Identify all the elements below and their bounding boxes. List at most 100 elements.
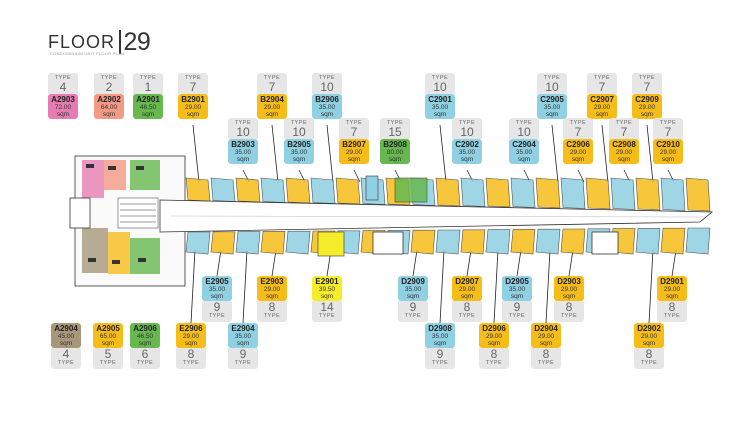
unit-area-unit: sqm [265, 293, 279, 300]
unit-bottom-shape [260, 231, 286, 255]
type-number: 9 [513, 300, 521, 314]
unit-bottom-shape [410, 229, 436, 255]
leader-line [601, 124, 609, 183]
unit-area-unit: sqm [59, 340, 73, 347]
type-label: TYPE [404, 313, 422, 319]
type-number: 8 [668, 300, 676, 314]
unit-area: 29.00 [263, 104, 281, 111]
unit-code: C2906 [566, 140, 590, 149]
unit-area-unit: sqm [433, 111, 447, 118]
type-label: TYPE [208, 313, 226, 319]
unit-top-shape [585, 177, 611, 210]
unit-area: 35.00 [431, 333, 449, 340]
type-number: 9 [213, 300, 221, 314]
unit-top-shape [635, 177, 661, 211]
unit-area-unit: sqm [562, 293, 576, 300]
type-number: 8 [645, 347, 653, 361]
unit-code: E2905 [205, 277, 229, 286]
unit-box: C2908 29.00 sqm [609, 139, 639, 164]
unit-area: 29.00 [593, 104, 611, 111]
type-label: TYPE [99, 360, 117, 366]
unit-code: B2906 [315, 95, 339, 104]
unit-box: B2908 80.00 sqm [380, 139, 410, 164]
type-label: TYPE [485, 360, 503, 366]
unit-area: 65.00 [99, 333, 117, 340]
unit-code: A2902 [97, 95, 121, 104]
unit-box: C2907 29.00 sqm [587, 94, 617, 119]
unit-area-unit: sqm [545, 111, 559, 118]
type-label: TYPE [182, 360, 200, 366]
unit-area-unit: sqm [320, 111, 334, 118]
unit-bottom-shape [285, 230, 311, 255]
unit-area: 29.00 [184, 104, 202, 111]
type-number: 1 [144, 80, 152, 94]
type-number: 8 [463, 300, 471, 314]
type-number: 15 [388, 125, 402, 139]
unit-code: A2904 [54, 324, 78, 333]
type-number: 7 [189, 80, 197, 94]
leader-line [326, 124, 334, 183]
type-label: TYPE [543, 75, 561, 81]
unit-box: A2901 46.50 sqm [133, 94, 163, 119]
leader-line [412, 249, 418, 277]
leader-line [271, 124, 279, 183]
unit-code: E2901 [315, 277, 339, 286]
type-number: 8 [268, 300, 276, 314]
unit-code: E2904 [231, 324, 255, 333]
type-number: 7 [268, 80, 276, 94]
unit-area: 35.00 [290, 149, 308, 156]
leader-line [516, 249, 522, 277]
unit-top-shape [510, 177, 536, 208]
unit-area: 35.00 [318, 104, 336, 111]
unit-box: D2904 29.00 sqm [531, 323, 561, 348]
unit-box: A2903 72.00 sqm [48, 94, 78, 119]
unit-box: E2906 29.00 sqm [176, 323, 206, 348]
title-divider [119, 30, 121, 54]
floor-subtitle: CONDOMINIUM UNIT FLOOR PLAN [50, 51, 125, 56]
unit-box: E2904 35.00 sqm [228, 323, 258, 348]
unit-box: C2902 35.00 sqm [452, 139, 482, 164]
leader-line [545, 249, 551, 324]
unit-box: C2905 35.00 sqm [537, 94, 567, 119]
unit-area-unit: sqm [210, 293, 224, 300]
unit-top-shape [660, 177, 686, 211]
unit-code: A2905 [96, 324, 120, 333]
unit-area: 35.00 [234, 149, 252, 156]
